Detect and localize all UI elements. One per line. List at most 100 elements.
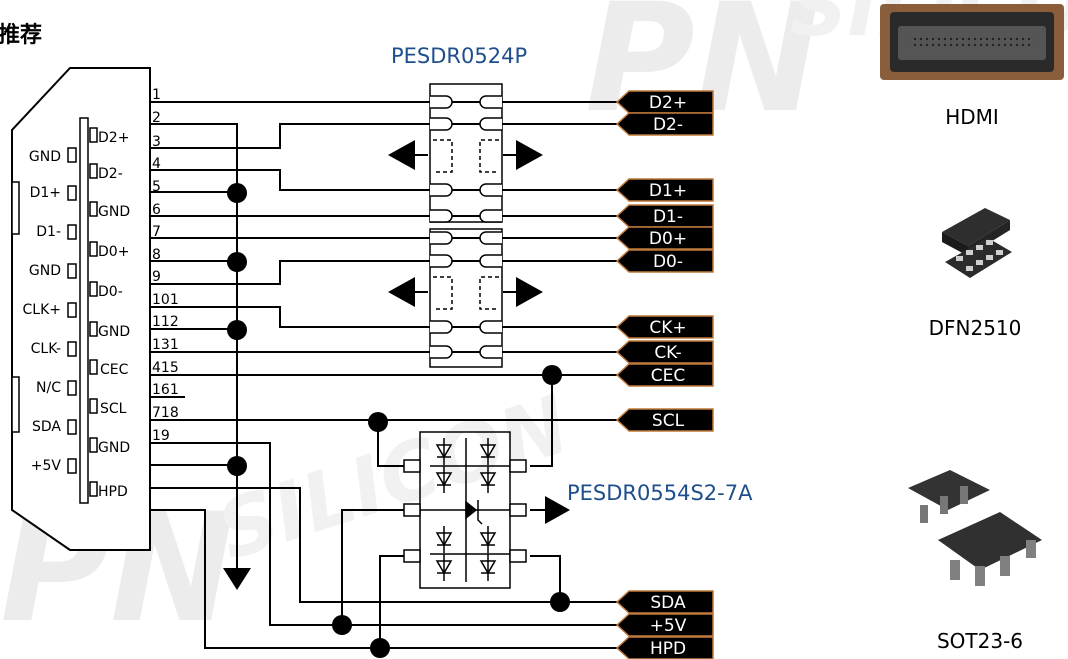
signal-tag-label: SDA xyxy=(650,593,686,613)
connector-label: D0- xyxy=(98,284,123,300)
chip-pad xyxy=(430,117,453,131)
pin-number: 2 xyxy=(152,110,161,126)
connector-pad xyxy=(67,380,77,396)
arrow-right-icon xyxy=(516,277,543,307)
connector-pad xyxy=(67,458,77,474)
pin-number: 112 xyxy=(152,314,179,330)
pin-number: 6 xyxy=(152,202,161,218)
signal-tag-label: SCL xyxy=(652,411,685,431)
chip-pesdr0524p xyxy=(388,83,543,368)
signal-tag-label: CK- xyxy=(654,343,681,363)
wires xyxy=(150,101,625,649)
chip-pad xyxy=(430,231,453,245)
chip-pad xyxy=(430,209,453,223)
connector-pad xyxy=(89,201,98,217)
connector-label: GND xyxy=(98,440,130,456)
pin-number: 9 xyxy=(152,269,161,285)
pin-number: 4 xyxy=(152,156,161,172)
connector-label: GND xyxy=(98,324,130,340)
connector-pad xyxy=(89,241,98,257)
junctions xyxy=(227,183,570,658)
diode-icon xyxy=(479,526,497,553)
connector-pad xyxy=(89,163,98,179)
package-dfn2510 xyxy=(942,208,1012,278)
signal-tag: SCL xyxy=(615,408,714,432)
zener-diode-icon xyxy=(420,438,510,582)
package-label: DFN2510 xyxy=(929,316,1022,340)
connector-label: D2- xyxy=(98,166,123,182)
signal-tag-label: D1- xyxy=(653,207,683,227)
chip-title-bottom: PESDR0554S2-7A xyxy=(567,481,753,505)
connector-label: GND xyxy=(29,263,61,279)
pin-number: 5 xyxy=(152,179,161,195)
diode-icon xyxy=(479,554,497,581)
chip-pad xyxy=(430,320,453,334)
chip-pad xyxy=(479,117,502,131)
diode-icon xyxy=(435,526,453,553)
connector-label: SCL xyxy=(100,401,127,417)
connector-left-labels: GND D1+ D1- GND CLK+ CLK- N/C SDA +5V xyxy=(23,149,62,474)
chip-pad xyxy=(430,95,453,109)
connector-label: D0+ xyxy=(98,244,129,260)
connector-label: D1- xyxy=(36,224,61,240)
pin-number: 3 xyxy=(152,134,161,150)
chip-pesdr0554s2 xyxy=(403,431,570,589)
chip-pad xyxy=(479,183,502,197)
package-sot23-6 xyxy=(908,470,1042,586)
pin-number: 8 xyxy=(152,247,161,263)
pin-number: 1 xyxy=(152,87,161,103)
signal-tag: D2+ xyxy=(615,90,714,114)
connector-label: +5V xyxy=(31,458,62,474)
pin-number: 7 xyxy=(152,224,161,240)
signal-tag: CK- xyxy=(615,340,714,364)
connector-pad xyxy=(89,281,98,297)
connector-label: GND xyxy=(98,204,130,220)
signal-tag-label: D0- xyxy=(653,252,683,272)
pin-number: 161 xyxy=(152,382,179,398)
connector-pad xyxy=(67,185,77,201)
signal-tag-label: D2- xyxy=(653,115,683,135)
connector-label: CLK- xyxy=(31,341,61,357)
signal-tag: +5V xyxy=(615,613,714,637)
page-heading: 推荐 xyxy=(0,22,42,48)
diode-icon xyxy=(435,466,453,493)
chip-pad xyxy=(430,345,453,359)
pin-numbers: 1 2 3 4 5 6 7 8 9 101 112 131 415 161 71… xyxy=(152,87,179,444)
signal-tag-label: +5V xyxy=(650,616,687,636)
connector-pad xyxy=(89,398,98,414)
signal-tag: SDA xyxy=(615,590,714,614)
connector-pad xyxy=(89,127,98,143)
connector-pad xyxy=(67,263,77,279)
signal-tag: D1- xyxy=(615,204,714,228)
pin-number: 415 xyxy=(152,360,179,376)
connector-right-labels: D2+ D2- GND D0+ D0- GND CEC SCL GND HPD xyxy=(98,130,130,500)
arrow-left-icon xyxy=(388,277,415,307)
diode-icon xyxy=(435,438,453,465)
signal-tag-label: HPD xyxy=(650,639,686,659)
pin-number: 101 xyxy=(152,292,179,308)
connector-label: N/C xyxy=(36,380,61,396)
connector-pad xyxy=(89,321,98,337)
chip-title-top: PESDR0524P xyxy=(391,44,527,68)
connector-pad xyxy=(89,437,98,453)
connector-label: D1+ xyxy=(30,185,61,201)
signal-tag: D1+ xyxy=(615,178,714,202)
chip-pad xyxy=(479,209,502,223)
chip-pad xyxy=(479,345,502,359)
signal-tag-label: D1+ xyxy=(649,181,687,201)
connector-pad xyxy=(89,359,98,375)
connector-label: GND xyxy=(29,149,61,165)
connector-pad xyxy=(67,419,77,435)
connector-pad xyxy=(67,224,77,240)
signal-tag-label: D2+ xyxy=(649,93,687,113)
signal-tag-label: CK+ xyxy=(649,318,686,338)
signal-tag: D0+ xyxy=(615,226,714,250)
connector-pad xyxy=(67,147,77,163)
signal-tag-label: D0+ xyxy=(649,229,687,249)
hdmi-connector xyxy=(11,67,151,551)
package-label: HDMI xyxy=(945,105,999,129)
package-label: SOT23-6 xyxy=(937,629,1023,653)
connector-label: SDA xyxy=(32,419,61,435)
signal-tag: CK+ xyxy=(615,315,714,339)
